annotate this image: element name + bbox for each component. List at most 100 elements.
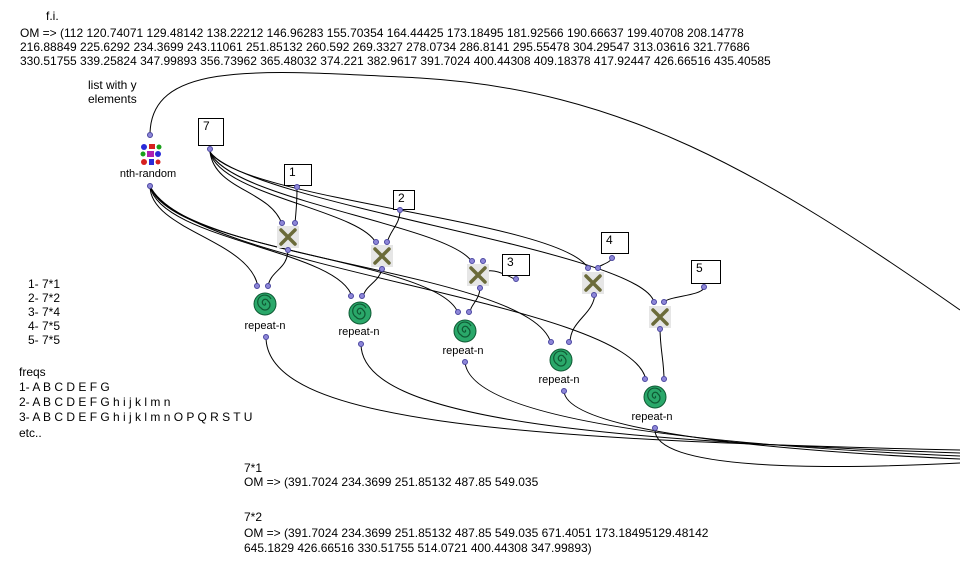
nth-random-outlet[interactable] (147, 183, 153, 189)
wire-r5-out (654, 427, 960, 467)
repeat-n-3-inlet-left[interactable] (455, 309, 461, 315)
comment-list-with-y: list with y elements (88, 78, 137, 106)
freqs-title: freqs (19, 365, 46, 379)
times-box-3[interactable] (467, 264, 489, 286)
times-1-inlet-left[interactable] (279, 220, 285, 226)
repeat-n-2-outlet[interactable] (358, 341, 364, 347)
number-box-1-outlet[interactable] (294, 184, 300, 190)
wire-nth-to-r5 (149, 185, 647, 381)
wire-list-to-nth (149, 72, 960, 311)
wire-7-to-x5 (209, 151, 655, 303)
times-2-outlet[interactable] (379, 266, 385, 272)
repeat-n-5-inlet-left[interactable] (642, 376, 648, 382)
times-3-inlet-left[interactable] (469, 258, 475, 264)
wire-nth-to-r1 (149, 185, 259, 288)
repeat-n-1-inlet-right[interactable] (265, 283, 271, 289)
number-box-4[interactable]: 4 (601, 232, 629, 254)
times-3-inlet-right[interactable] (480, 258, 486, 264)
times-1-inlet-right[interactable] (292, 220, 298, 226)
multiplier-comment-5: 5- 7*5 (28, 333, 61, 347)
nth-random-inlet[interactable] (147, 132, 153, 138)
number-box-1[interactable]: 1 (284, 164, 312, 186)
repeat-n-5-outlet[interactable] (652, 425, 658, 431)
times-5-inlet-left[interactable] (651, 299, 657, 305)
number-box-5[interactable]: 5 (691, 260, 721, 284)
wire-7-to-x3 (209, 151, 473, 263)
wire-5-to-x5 (663, 287, 705, 303)
repeat-n-4-label: repeat-n (538, 374, 580, 386)
times-4-inlet-left[interactable] (585, 265, 591, 271)
nth-random-label: nth-random (119, 168, 177, 180)
result-2-line-1: OM => (391.7024 234.3699 251.85132 487.8… (244, 526, 709, 540)
om-output-line-2: 216.88849 225.6292 234.3699 243.11061 25… (20, 40, 750, 54)
repeat-n-2-inlet-right[interactable] (359, 293, 365, 299)
number-box-3[interactable]: 3 (502, 254, 530, 276)
times-2-inlet-left[interactable] (373, 239, 379, 245)
repeat-n-4-inlet-right[interactable] (566, 339, 572, 345)
times-box-4[interactable] (582, 272, 604, 294)
repeat-n-2-label: repeat-n (338, 326, 380, 338)
om-output-line-1: OM => (112 120.74071 129.48142 138.22212… (20, 26, 744, 40)
result-1-line: OM => (391.7024 234.3699 251.85132 487.8… (244, 475, 539, 489)
times-4-inlet-right[interactable] (595, 265, 601, 271)
freqs-line-3: 3- A B C D E F G h i j k l m n O P Q R S… (19, 410, 253, 424)
repeat-n-3-outlet[interactable] (462, 359, 468, 365)
spiral-icon[interactable] (548, 347, 574, 373)
wire-x5-to-r5 (659, 326, 665, 381)
times-icon (584, 274, 602, 292)
times-1-outlet[interactable] (285, 247, 291, 253)
dice-icon[interactable] (138, 142, 164, 168)
spiral-icon[interactable] (347, 300, 373, 326)
spiral-icon[interactable] (642, 384, 668, 410)
repeat-n-5-inlet-right[interactable] (661, 376, 667, 382)
times-5-inlet-right[interactable] (661, 299, 667, 305)
number-box-4-outlet[interactable] (609, 255, 615, 261)
multiplier-comment-3: 3- 7*4 (28, 305, 61, 319)
times-box-5[interactable] (649, 306, 671, 328)
wire-1-to-x1 (294, 187, 298, 225)
result-2-line-2: 645.1829 426.66516 330.51755 514.0721 40… (244, 541, 592, 555)
times-icon (651, 308, 669, 326)
repeat-n-5-label: repeat-n (631, 411, 673, 423)
times-icon (373, 247, 391, 265)
number-box-7-outlet[interactable] (207, 146, 213, 152)
wire-r3-out (464, 361, 960, 457)
freqs-etc: etc.. (19, 426, 42, 440)
repeat-n-1-inlet-left[interactable] (254, 283, 260, 289)
repeat-n-3-inlet-right[interactable] (466, 309, 472, 315)
repeat-n-3-label: repeat-n (442, 345, 484, 357)
times-5-outlet[interactable] (657, 326, 663, 332)
times-3-outlet[interactable] (477, 285, 483, 291)
number-box-5-outlet[interactable] (701, 284, 707, 290)
repeat-n-2-inlet-left[interactable] (348, 293, 354, 299)
repeat-n-4-outlet[interactable] (561, 388, 567, 394)
freqs-line-2: 2- A B C D E F G h i j k l m n (19, 395, 171, 409)
result-1-title: 7*1 (244, 461, 263, 475)
wire-7-to-x1 (209, 151, 283, 225)
multiplier-comment-1: 1- 7*1 (28, 277, 61, 291)
times-box-2[interactable] (371, 245, 393, 267)
spiral-icon[interactable] (252, 291, 278, 317)
wire-7-to-x2 (209, 151, 377, 244)
om-output-line-3: 330.51755 339.25824 347.99893 356.73962 … (20, 54, 771, 68)
times-2-inlet-right[interactable] (384, 239, 390, 245)
repeat-n-4-inlet-left[interactable] (548, 339, 554, 345)
repeat-n-1-outlet[interactable] (263, 334, 269, 340)
number-box-2-outlet[interactable] (397, 207, 403, 213)
number-box-7[interactable]: 7 (198, 118, 224, 146)
spiral-icon[interactable] (452, 318, 478, 344)
multiplier-comment-2: 2- 7*2 (28, 291, 61, 305)
times-box-1[interactable] (277, 226, 299, 248)
number-box-2[interactable]: 2 (393, 190, 415, 210)
number-box-3-outlet[interactable] (513, 276, 519, 282)
result-2-title: 7*2 (244, 510, 263, 524)
times-4-outlet[interactable] (591, 292, 597, 298)
multiplier-comment-4: 4- 7*5 (28, 319, 61, 333)
wire-r4-out (563, 390, 960, 460)
wire-nth-to-r2 (149, 185, 353, 298)
header-label: f.i. (46, 9, 59, 23)
repeat-n-1-label: repeat-n (244, 320, 286, 332)
wire-x4-to-r4 (569, 292, 596, 344)
times-icon (279, 228, 297, 246)
